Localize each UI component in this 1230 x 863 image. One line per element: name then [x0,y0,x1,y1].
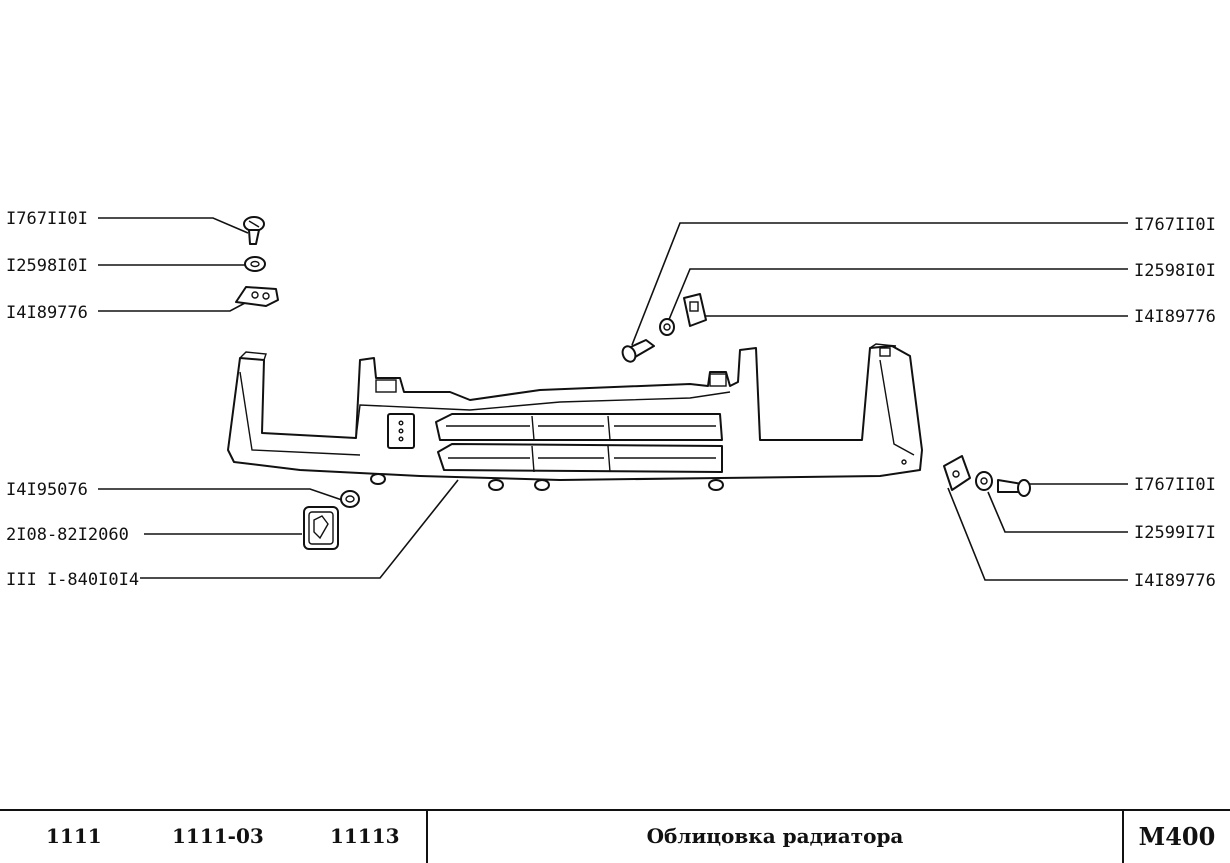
clip-top-right-icon [683,293,707,327]
washer-lower-right-icon [975,471,993,491]
leader-lines-right [631,222,1128,581]
model-1111: 1111 [46,824,102,848]
callout-right-clip-lower: I4I89776 [1134,571,1216,591]
parts-diagram: I767II0I I2598I0I I4I89776 I4I95076 2I08… [6,209,1216,591]
emblem-icon [303,506,339,550]
clip-lower-right-icon [943,455,971,491]
sheet-code: M400 [1138,821,1216,851]
model-11113: 11113 [330,824,400,848]
screw-top-right-icon [621,339,655,363]
clip-left-icon [235,286,279,307]
washer-left-icon [244,256,266,272]
leader-lines-left [98,217,459,579]
callout-left-grommet: I4I95076 [6,480,88,500]
callout-left-grille: III I-840I0I4 [6,570,139,590]
model-1111-03: 1111-03 [172,824,264,848]
callout-right-washer-lower: I2599I7I [1134,523,1216,543]
title-block: 1111 1111-03 11113 Облицовка радиатора M… [0,809,1230,863]
callout-right-washer: I2598I0I [1134,261,1216,281]
washer-top-right-icon [659,318,675,336]
footer-divider [426,811,428,863]
screw-left-icon [243,216,265,245]
callout-left-washer: I2598I0I [6,256,88,276]
grommet-icon [340,490,360,508]
callout-left-clip: I4I89776 [6,303,88,323]
callout-right-screw-lower: I767II0I [1134,475,1216,495]
screw-lower-right-icon [997,479,1031,497]
callout-right-screw: I767II0I [1134,215,1216,235]
footer-divider [1122,811,1124,863]
sheet-title: Облицовка радиатора [646,824,904,848]
callout-left-emblem: 2I08-82I2060 [6,525,129,545]
radiator-grille [227,343,923,491]
callout-right-clip: I4I89776 [1134,307,1216,327]
callout-left-screw: I767II0I [6,209,88,229]
